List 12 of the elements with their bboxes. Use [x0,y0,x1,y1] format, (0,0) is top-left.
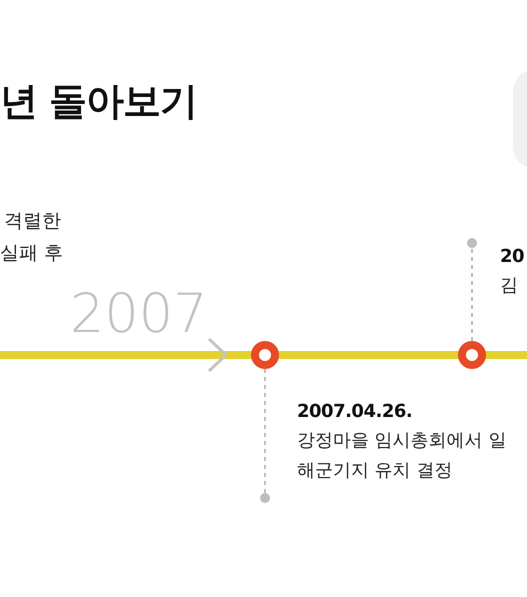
label-text: 격렬한 [4,209,61,234]
event-description: 김 [500,274,519,298]
milestone-circle [458,341,486,369]
milestone-circle [251,341,279,369]
label-text: 실패 후 [0,241,64,266]
year-label: 2007 [70,282,208,346]
leader-line [467,238,477,341]
leader-line [260,369,270,503]
event-date: 2007.04.26. [297,400,414,424]
event-description: 강정마을 임시총회에서 일 해군기지 유치 결정 [297,429,508,483]
title: 년 돌아보기 [0,78,198,125]
event-date: 20 [500,245,526,269]
